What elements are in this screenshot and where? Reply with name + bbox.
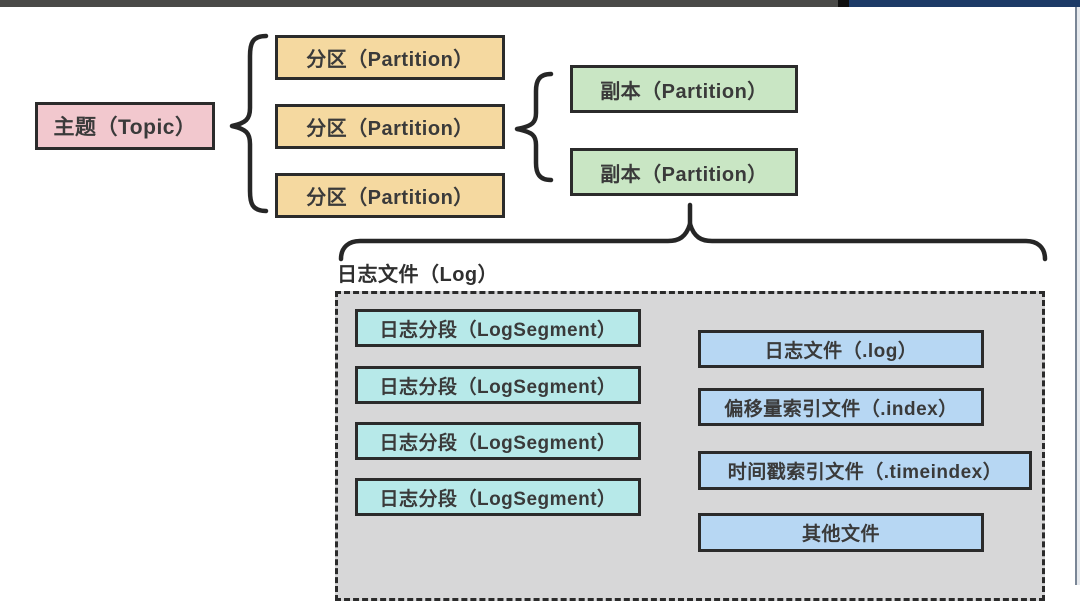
top-bar-gray-segment [0,0,838,7]
brace-partition-to-replicas [514,71,554,183]
right-edge-margin [1077,7,1080,585]
offset-index-file-box: 偏移量索引文件（.index） [698,388,984,426]
replica-box-2: 副本（Partition） [570,148,798,196]
logfile-box: 日志文件（.log） [698,330,984,368]
logsegment-box-1: 日志分段（LogSegment） [355,309,641,347]
top-bar-navy-segment [849,0,1080,7]
replica-box-1: 副本（Partition） [570,65,798,113]
window-top-bar [0,0,1080,7]
topic-box: 主题（Topic） [35,102,215,150]
partition-box-1: 分区（Partition） [275,35,505,80]
logsegment-box-2: 日志分段（LogSegment） [355,366,641,404]
brace-topic-to-partitions [229,33,269,214]
right-edge-divider [1075,7,1077,585]
log-label: 日志文件（Log） [337,264,499,286]
top-bar-black-notch [838,0,849,7]
other-files-box: 其他文件 [698,513,984,552]
partition-box-2: 分区（Partition） [275,104,505,149]
time-index-file-box: 时间戳索引文件（.timeindex） [698,451,1032,490]
logsegment-box-3: 日志分段（LogSegment） [355,422,641,460]
logsegment-box-4: 日志分段（LogSegment） [355,478,641,516]
partition-box-3: 分区（Partition） [275,173,505,218]
brace-replicas-to-log [338,221,1048,262]
